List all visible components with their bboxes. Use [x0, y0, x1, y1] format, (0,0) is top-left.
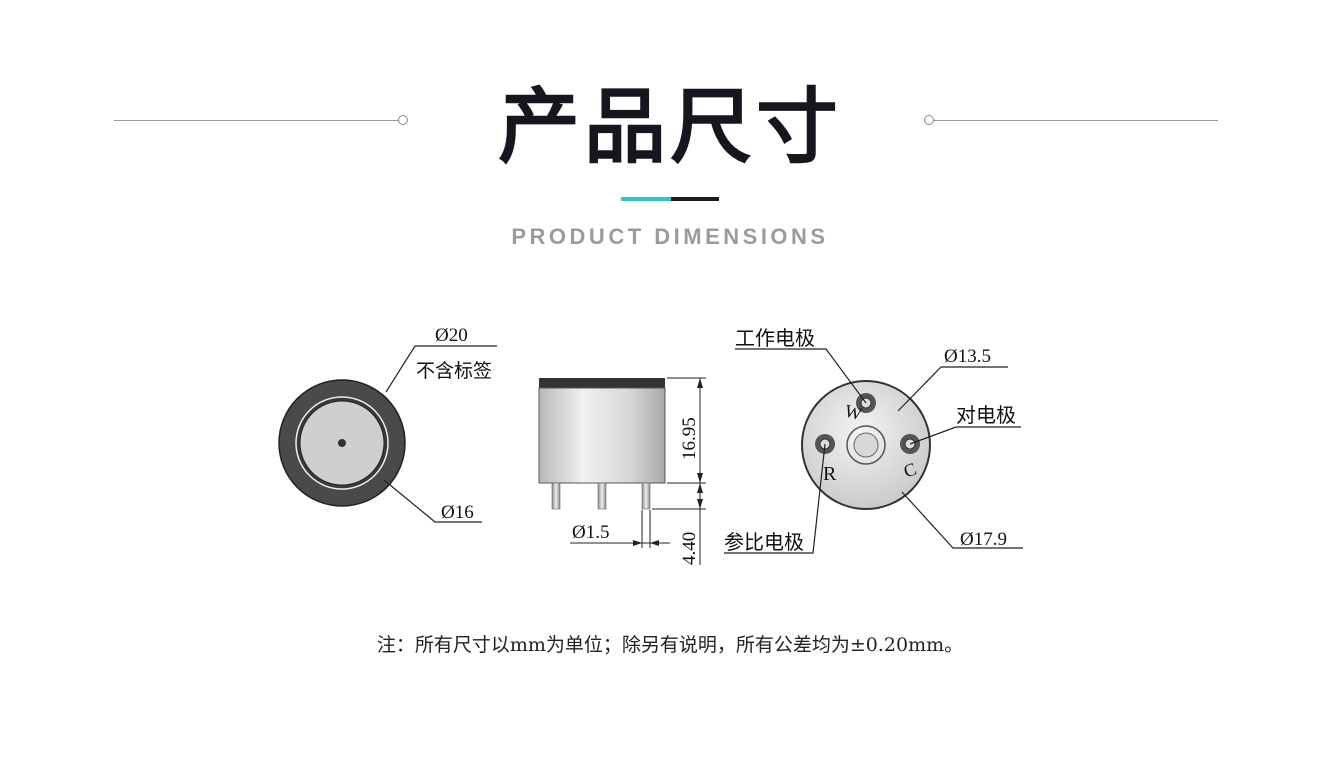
label-body-height: 16.95: [679, 417, 700, 460]
front-center-hole: [338, 439, 346, 447]
leader-inner-diameter: [383, 479, 482, 523]
label-inner-diameter: Ø16: [441, 502, 474, 523]
pin-mark-r: R: [823, 463, 837, 485]
bottom-center-boss-inner: [853, 432, 879, 458]
right-divider-line: [934, 120, 1218, 121]
leader-reference-electrode: [724, 443, 826, 554]
side-pin-3: [641, 482, 651, 510]
pin-mark-w: W: [843, 401, 865, 425]
label-counter-electrode: 对电极: [956, 404, 1016, 427]
side-pin-2: [597, 482, 607, 510]
title-accent-dark: [671, 197, 719, 201]
leader-outer-diameter: [385, 345, 497, 393]
leader-working-electrode: [735, 348, 867, 404]
label-outer-note: 不含标签: [416, 360, 492, 382]
bottom-center-boss-outer: [846, 425, 886, 465]
side-cap: [539, 378, 665, 388]
bottom-view: W R C 工作电极 Ø13.5 对电极 参比电极 Ø17.9: [724, 327, 1023, 554]
side-pin-1: [551, 482, 561, 510]
label-base-diameter: Ø17.9: [960, 529, 1007, 550]
label-working-electrode: 工作电极: [735, 327, 815, 350]
leader-base-diameter: [901, 491, 1023, 549]
label-outer-diameter: Ø20: [435, 325, 468, 346]
label-pin-circle-diameter: Ø13.5: [944, 346, 991, 367]
leader-counter-electrode: [909, 426, 1021, 445]
tolerance-note: 注：所有尺寸以mm为单位；除另有说明，所有公差均为±0.20mm。: [376, 634, 964, 656]
page-title: 产品尺寸: [497, 80, 842, 175]
side-body: [538, 387, 666, 484]
label-pin-length: 4.40: [679, 532, 700, 565]
leader-pin-circle: [897, 366, 1008, 412]
label-reference-electrode: 参比电极: [724, 531, 804, 554]
page-subtitle: PRODUCT DIMENSIONS: [511, 224, 829, 249]
title-accent-teal: [621, 197, 671, 201]
left-divider-dot: [398, 115, 408, 125]
front-view: Ø20 不含标签 Ø16: [278, 325, 497, 523]
right-divider-dot: [924, 115, 934, 125]
label-pin-diameter: Ø1.5: [572, 522, 609, 543]
left-divider-line: [114, 120, 400, 121]
side-view: 16.95 4.40 Ø1.5: [538, 377, 706, 565]
